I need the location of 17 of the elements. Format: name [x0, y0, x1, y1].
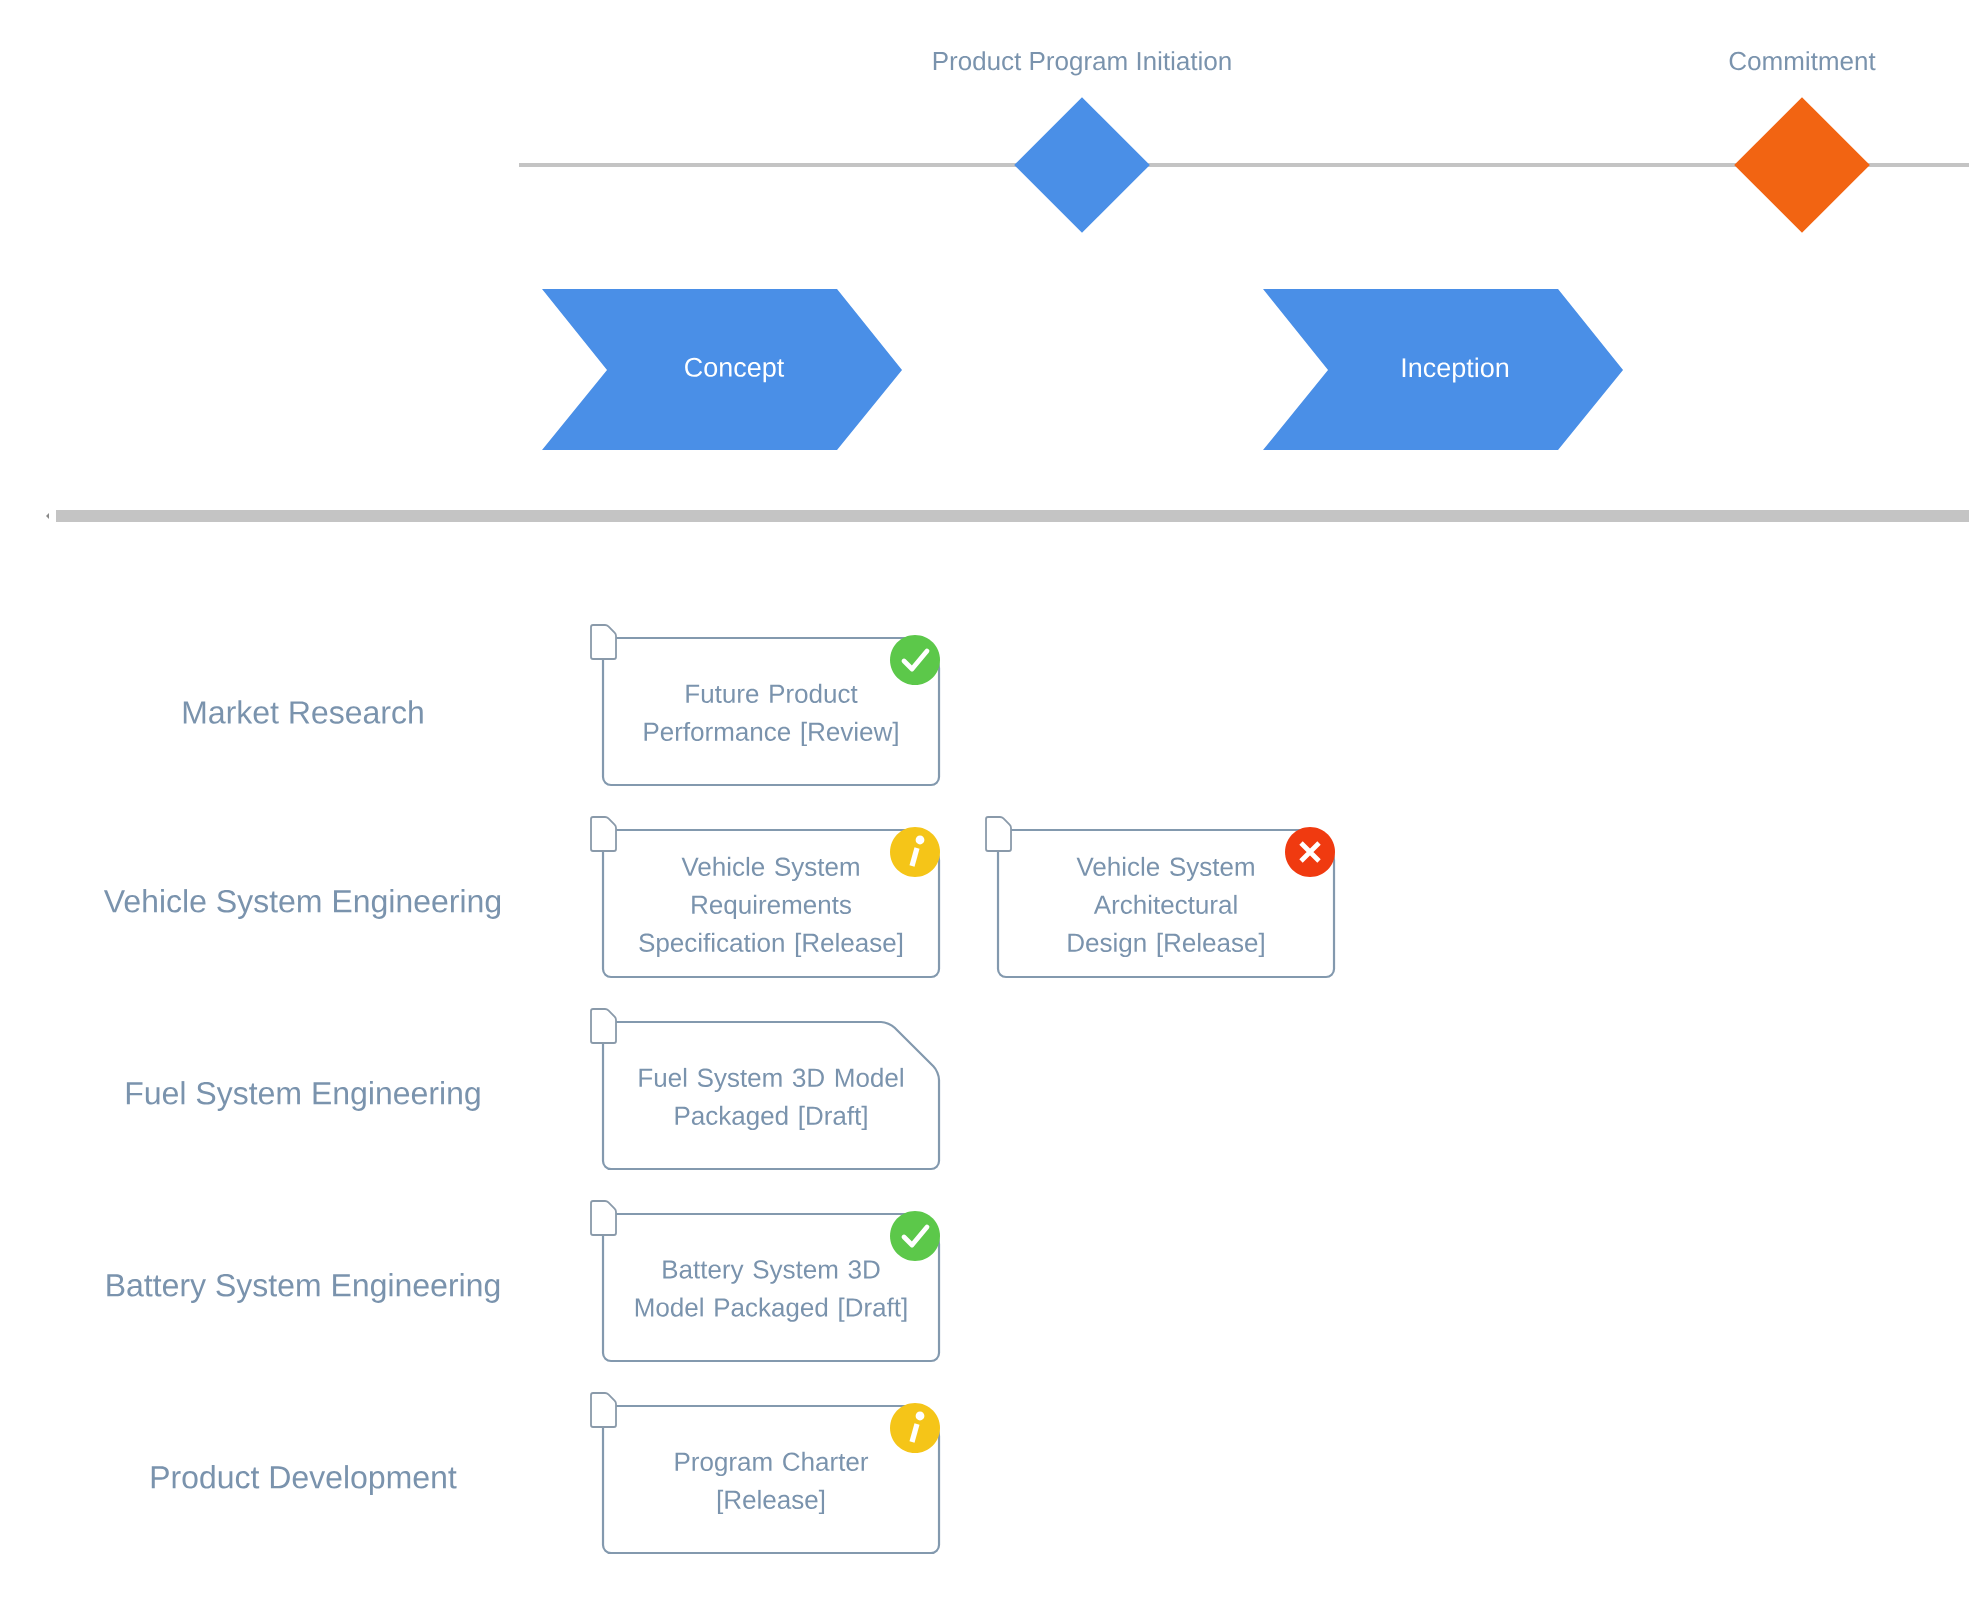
milestone-label: Commitment	[1729, 51, 1876, 71]
document-card: Battery System 3D Model Packaged [Draft]	[601, 1212, 941, 1363]
lane-label: Fuel System Engineering	[126, 1081, 480, 1111]
phase-chevron: Inception	[1263, 289, 1623, 450]
lane-label: Product Development	[151, 1465, 457, 1495]
milestone-label: Product Program Initiation	[933, 51, 1231, 76]
lane-label: Battery System Engineering	[107, 1273, 500, 1303]
document-card: Fuel System 3D Model Packaged [Draft]	[601, 1020, 941, 1171]
document-card: Vehicle System Requirements Specification [Release]	[601, 828, 941, 979]
document-card: Vehicle System Architectural Design [Release]	[996, 828, 1336, 979]
phase-chevron: Concept	[542, 289, 902, 450]
milestone-diamond	[1014, 97, 1150, 233]
lane-label: Vehicle System Engineering	[103, 889, 501, 919]
milestone-diamond	[1734, 97, 1870, 233]
document-card: Future Product Performance [Review]	[601, 636, 941, 787]
document-card: Program Charter [Release]	[601, 1404, 941, 1555]
lane-label: Market Research	[183, 700, 423, 724]
